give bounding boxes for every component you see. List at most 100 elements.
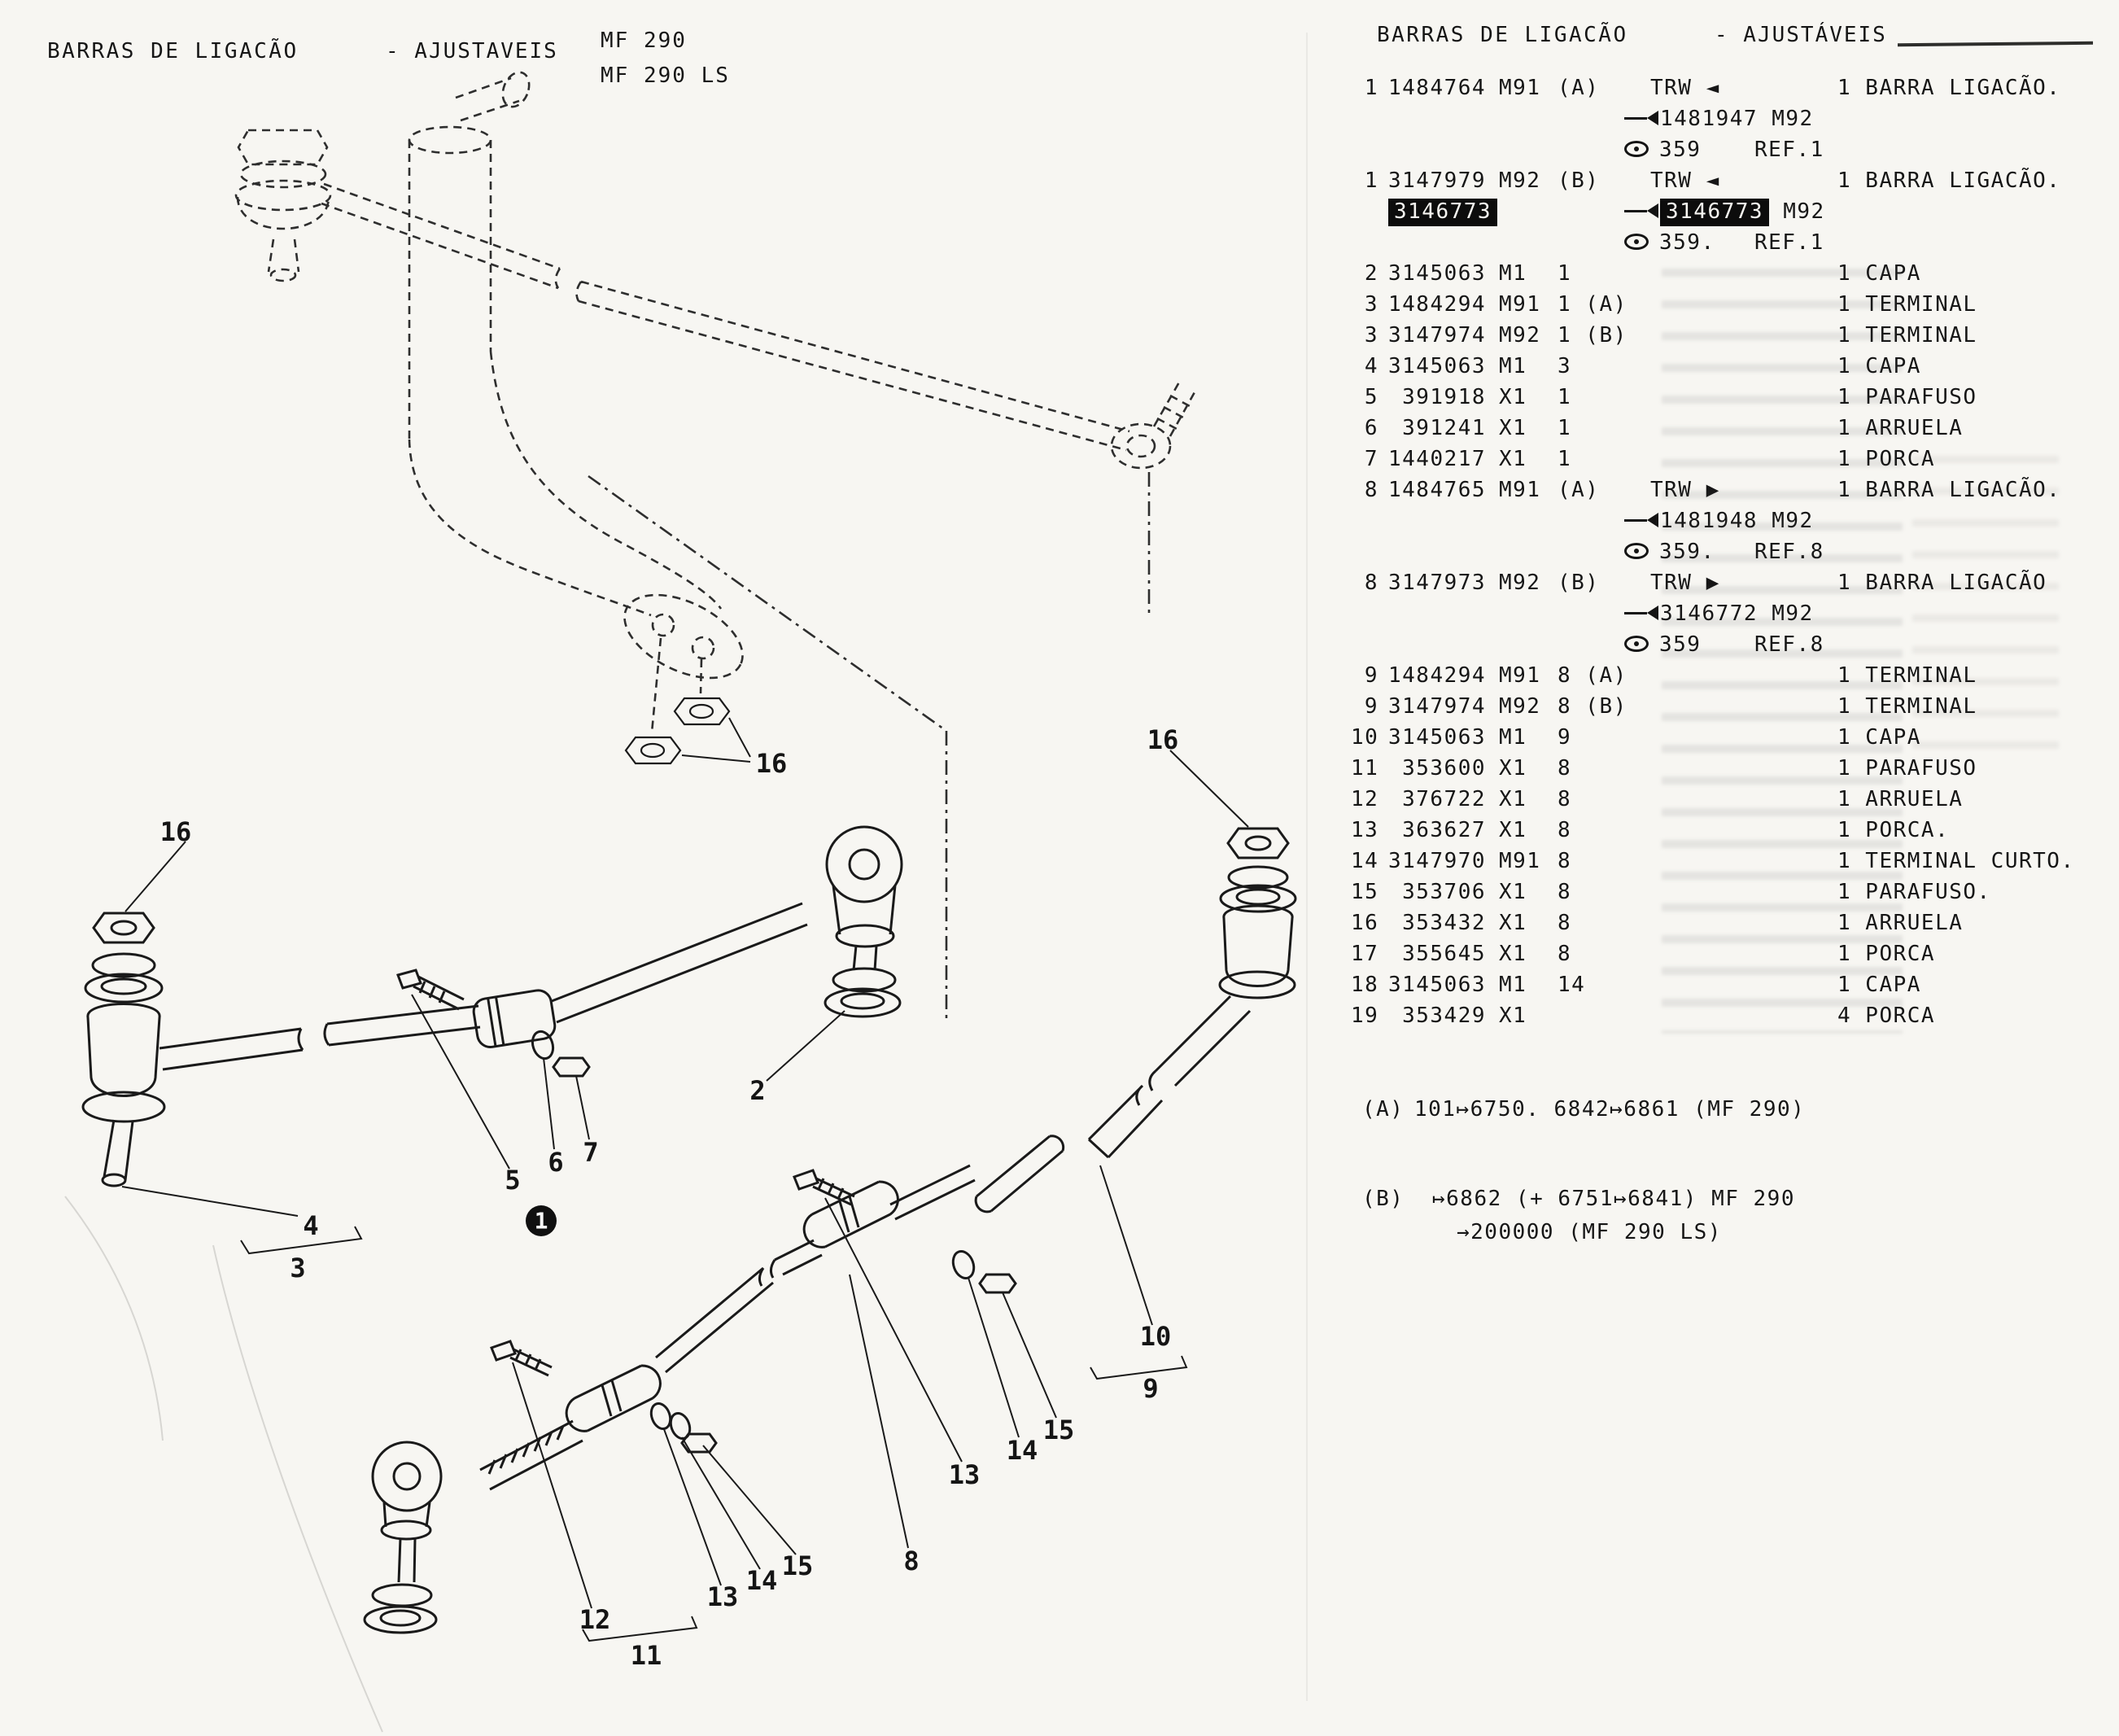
right-triangle-icon: ▶ [1692, 478, 1719, 502]
ref-qty: 8 [1558, 911, 1572, 935]
parts-row: 13363627X181 PORCA. [1351, 815, 2119, 846]
callout-label: 12 [579, 1604, 611, 1635]
item-number: 7 [1364, 447, 1378, 471]
part-suffix: M91 [1499, 292, 1541, 317]
trw-annotation: TRW ◄ [1650, 165, 1720, 196]
callout-label: 4 [303, 1210, 318, 1241]
callout-label: 15 [1043, 1415, 1075, 1445]
parts-row: 1481948 M92 [1351, 505, 2119, 536]
ref-qty: 8 [1558, 880, 1572, 904]
ref-qty: 1 [1558, 416, 1572, 440]
item-number: 1 [1364, 168, 1378, 193]
ref-qty: 8 [1558, 942, 1572, 966]
reference-line: 359 [1624, 134, 1701, 165]
paper-crease [64, 1196, 383, 1733]
item-number: 17 [1351, 942, 1379, 966]
leader-lines [121, 717, 1249, 1642]
part-suffix: M91 [1499, 663, 1541, 688]
item-number: 18 [1351, 973, 1379, 997]
superseded-part: 3146773 [1388, 199, 1498, 226]
callout-label: 13 [949, 1459, 981, 1490]
description: 1 ARRUELA [1837, 787, 1964, 811]
ref-qty: (B) [1558, 571, 1600, 595]
part-number: 3147974 [1388, 694, 1487, 719]
ref-page: REF.1 [1754, 230, 1824, 255]
item-number: 13 [1351, 818, 1379, 842]
item-number: 10 [1351, 725, 1379, 750]
item-number: 14 [1351, 849, 1379, 873]
ref-qty: 1 [1558, 261, 1572, 286]
part-number: 3145063 [1388, 725, 1487, 750]
tie-rod-left [81, 825, 903, 1187]
ref-page: REF.8 [1754, 536, 1824, 567]
part-suffix: X1 [1499, 385, 1527, 409]
callout-label: 1 [535, 1208, 548, 1235]
item-number: 9 [1364, 663, 1378, 688]
part-suffix: X1 [1499, 787, 1527, 811]
item-number: 12 [1351, 787, 1379, 811]
callout-label: 8 [903, 1546, 919, 1576]
description: 1 PARAFUSO. [1837, 880, 1991, 904]
reference-line: 359. [1624, 227, 1715, 258]
callout-label: 13 [707, 1581, 739, 1612]
parts-row: 43145063M131 CAPA [1351, 351, 2119, 382]
callout-label: 16 [160, 816, 192, 847]
description: 1 PARAFUSO [1837, 385, 1977, 409]
part-suffix: M91 [1499, 76, 1541, 100]
ref-qty: (A) [1558, 478, 1600, 502]
left-triangle-icon: ◄ [1692, 168, 1720, 193]
item-number: 3 [1364, 323, 1378, 348]
ref-page: REF.8 [1754, 629, 1824, 660]
parts-row: 3146772 M92 [1351, 598, 2119, 629]
substitution-arrow-icon [1624, 606, 1658, 620]
callout-label: 15 [782, 1550, 814, 1581]
parts-row: 1481947 M92 [1351, 103, 2119, 134]
ref-qty: 8 (B) [1558, 694, 1627, 719]
reference-line: 359 [1624, 629, 1701, 660]
part-suffix: M1 [1499, 973, 1527, 997]
description: 1 ARRUELA [1837, 416, 1964, 440]
description: 1 ARRUELA [1837, 911, 1964, 935]
substitution-arrow-icon [1624, 513, 1658, 527]
callout-label: 16 [1147, 724, 1179, 755]
callout-label: 2 [749, 1075, 765, 1106]
description: 1 BARRA LIGACÃO. [1837, 168, 2061, 193]
item-number: 4 [1364, 354, 1378, 378]
item-number: 15 [1351, 880, 1379, 904]
description: 1 CAPA [1837, 351, 1921, 382]
eye-icon [1624, 636, 1649, 652]
parts-row: 16353432X181 ARRUELA [1351, 907, 2119, 938]
callout-label: 11 [631, 1640, 662, 1671]
item-number: 11 [1351, 756, 1379, 781]
trw-annotation: TRW ▶ [1650, 474, 1720, 505]
description: 1 CAPA [1837, 258, 1921, 289]
callout-label: 16 [756, 748, 788, 779]
trw-label: TRW [1650, 76, 1693, 100]
description: 1 TERMINAL [1837, 323, 1977, 348]
eye-icon [1624, 141, 1649, 157]
callout-label: 14 [746, 1565, 778, 1596]
description: 1 PORCA. [1837, 818, 1950, 842]
part-number: 1440217 [1388, 447, 1487, 471]
part-suffix: X1 [1499, 942, 1527, 966]
eye-icon [1624, 234, 1649, 250]
callout-label: 7 [583, 1137, 598, 1168]
description: 1 PORCA [1837, 938, 1935, 969]
part-suffix: M1 [1499, 354, 1527, 378]
description: 1 TERMINAL [1837, 694, 1977, 719]
part-number: 391918 [1402, 385, 1486, 409]
callout-label: 10 [1140, 1321, 1172, 1352]
ref-qty: 1 [1558, 447, 1572, 471]
part-number: 355645 [1402, 942, 1486, 966]
superseded-part-cell: 3146773 [1388, 196, 1498, 227]
description: 1 TERMINAL [1837, 292, 1977, 317]
